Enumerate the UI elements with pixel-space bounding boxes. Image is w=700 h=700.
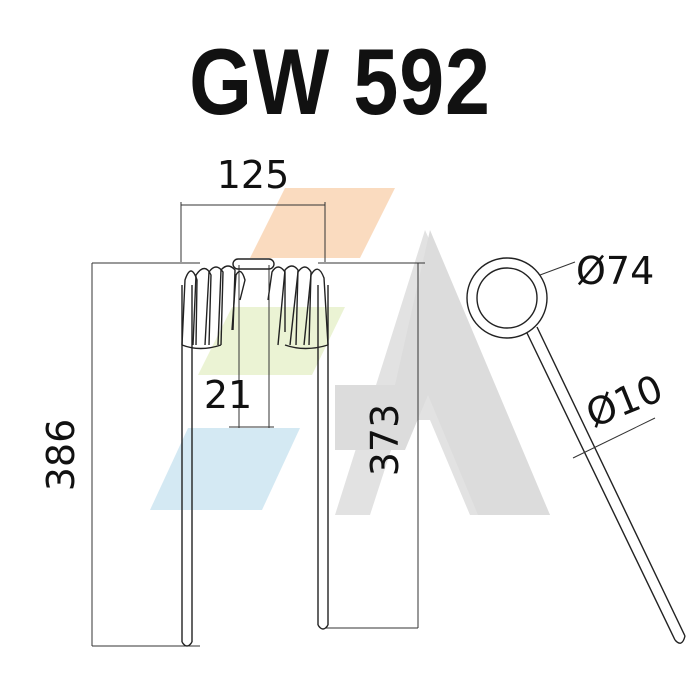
left-coil <box>181 265 246 350</box>
dimension-total-height-label: 386 <box>39 419 83 492</box>
watermark-logo <box>150 188 550 515</box>
dimension-width <box>180 202 326 262</box>
tine-front-view <box>181 258 329 647</box>
logo-gray-shape-main <box>335 230 550 515</box>
part-number-title: GW 592 <box>189 29 491 134</box>
leader-wire-diameter <box>572 417 656 459</box>
dimension-gap-label: 21 <box>204 373 252 417</box>
dimension-coil-diameter-label: Ø74 <box>576 249 654 293</box>
dimension-wire-diameter-label: Ø10 <box>580 366 669 436</box>
dimension-leg-height-label: 373 <box>363 404 407 477</box>
tine-side-view <box>466 257 686 644</box>
logo-blue-band <box>150 428 300 510</box>
dimension-leg-height <box>318 262 425 629</box>
logo-green-band <box>198 307 345 375</box>
leader-coil-diameter <box>539 261 576 276</box>
logo-orange-band <box>250 188 395 258</box>
right-coil <box>267 265 329 350</box>
dimension-width-label: 125 <box>217 153 290 197</box>
dimension-total-height <box>91 262 200 647</box>
